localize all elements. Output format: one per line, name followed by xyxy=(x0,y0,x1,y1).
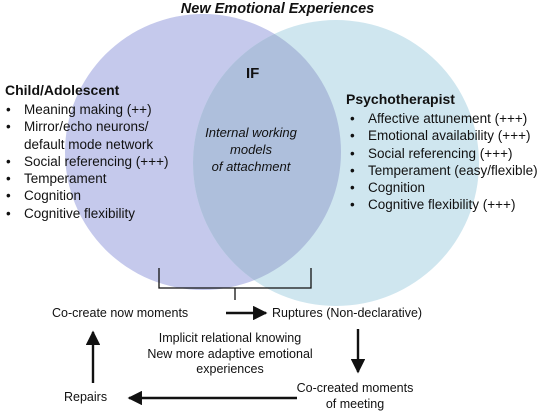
child-heading: Child/Adolescent xyxy=(5,82,120,98)
overlap-label: IF xyxy=(246,65,260,82)
node-moments-of-meeting: Co-created moments of meeting xyxy=(296,381,414,411)
therapist-factor-list: Affective attunement (+++)Emotional avai… xyxy=(348,110,538,214)
therapist-factor-item: Temperament (easy/flexible) xyxy=(348,162,538,180)
node-ruptures: Ruptures (Non-declarative) xyxy=(272,306,423,320)
child-factor-item: Meaning making (++) xyxy=(4,101,168,119)
internal-working-models-text: Internal working models of attachment xyxy=(205,125,297,174)
therapist-heading: Psychotherapist xyxy=(346,91,455,107)
therapist-factor-item: Emotional availability (+++) xyxy=(348,127,538,145)
node-repairs: Repairs xyxy=(64,390,108,404)
child-factor-item: Mirror/echo neurons/default mode network xyxy=(4,118,168,153)
therapist-factor-item: Social referencing (+++) xyxy=(348,145,538,163)
node-now-moments: Co-create now moments xyxy=(52,306,189,320)
implicit-knowing-text: Implicit relational knowing New more ada… xyxy=(147,331,313,376)
child-factor-item: Social referencing (+++) xyxy=(4,153,168,171)
overlap-region xyxy=(193,20,341,290)
diagram-title: New Emotional Experiences xyxy=(180,1,375,17)
child-factor-list: Meaning making (++)Mirror/echo neurons/d… xyxy=(4,101,168,222)
convergence-bracket xyxy=(158,268,312,300)
child-factor-item: Cognitive flexibility xyxy=(4,205,168,223)
therapist-factor-item: Cognitive flexibility (+++) xyxy=(348,196,538,214)
child-factor-item: Temperament xyxy=(4,170,168,188)
therapist-factor-item: Affective attunement (+++) xyxy=(348,110,538,128)
therapist-factor-item: Cognition xyxy=(348,179,538,197)
child-factor-item: Cognition xyxy=(4,187,168,205)
